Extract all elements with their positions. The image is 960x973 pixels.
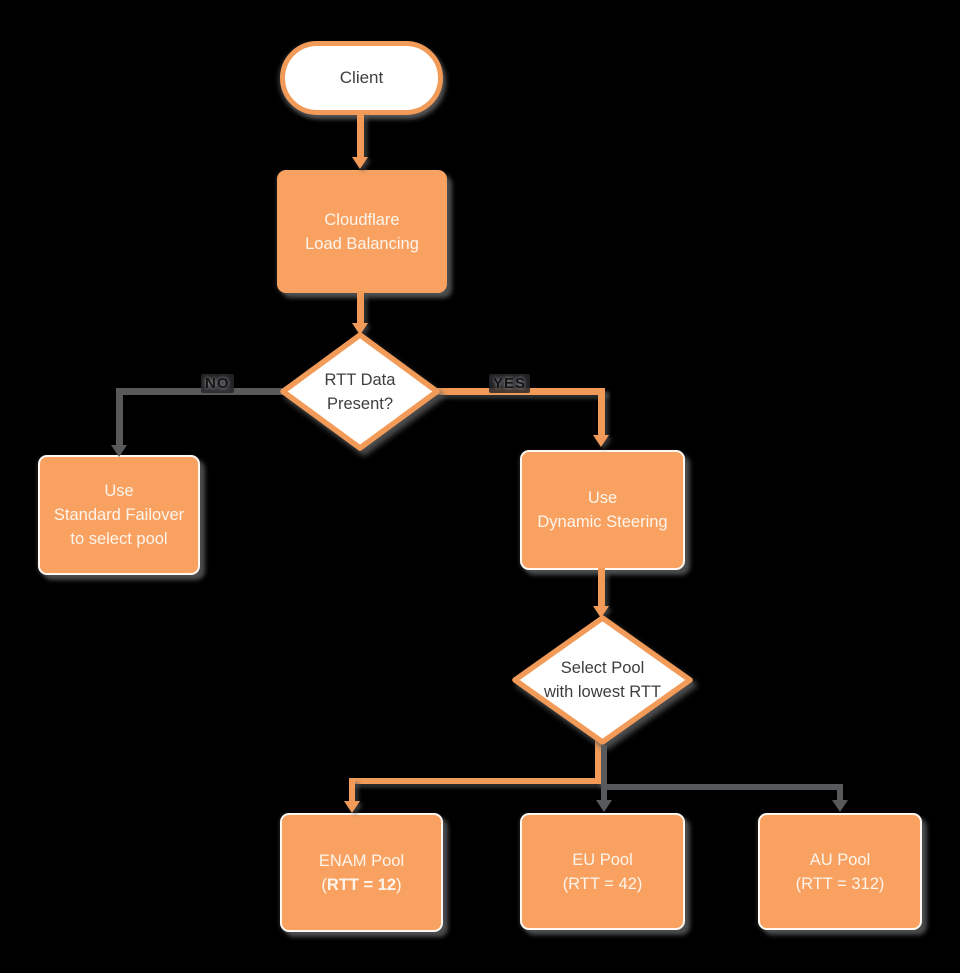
edge-label-yes: YES	[489, 374, 531, 393]
edge-no-vertical	[116, 388, 123, 446]
edge-select-to-au-vertical	[837, 784, 843, 802]
edge-yes-arrowhead	[593, 435, 609, 447]
node-rtt-decision-shape	[280, 332, 440, 451]
node-load-balancer-line2: Load Balancing	[305, 234, 419, 253]
edge-steering-to-select	[598, 568, 605, 608]
edge-lb-to-rtt-decision	[357, 291, 364, 324]
node-au-pool-name: AU Pool	[809, 850, 871, 869]
edge-select-to-enam-horizontal	[349, 778, 601, 784]
node-au-pool: AU Pool (RTT = 312)	[758, 813, 922, 930]
edge-client-to-lb	[357, 112, 364, 158]
node-rtt-decision-line1: RTT Data	[324, 370, 396, 389]
edge-select-to-enam-vertical1	[595, 740, 601, 784]
edge-select-to-eu-vertical	[601, 745, 607, 801]
node-standard-failover: Use Standard Failover to select pool	[38, 455, 200, 575]
node-load-balancer: Cloudflare Load Balancing	[277, 170, 447, 293]
node-enam-pool: ENAM Pool (RTT = 12)	[280, 813, 443, 932]
edge-label-no: NO	[201, 374, 234, 393]
node-select-pool-line1: Select Pool	[560, 659, 645, 677]
edge-client-to-lb-arrowhead	[352, 157, 368, 169]
node-select-pool-line2: with lowest RTT	[543, 683, 662, 701]
node-rtt-decision-line2: Present?	[326, 394, 394, 413]
edge-select-to-au-arrowhead	[832, 800, 848, 812]
node-enam-pool-rtt: (RTT = 12)	[321, 873, 401, 897]
node-dynamic-steering-line2: Dynamic Steering	[537, 513, 668, 531]
edge-select-to-au-horizontal	[604, 784, 843, 790]
node-eu-pool: EU Pool (RTT = 42)	[520, 813, 685, 930]
edge-select-to-eu-arrowhead	[596, 800, 612, 812]
node-load-balancer-line1: Cloudflare	[324, 210, 400, 229]
node-dynamic-steering-line1: Use	[587, 489, 618, 507]
node-eu-pool-rtt: (RTT = 42)	[562, 874, 643, 893]
node-client: Client	[280, 41, 443, 115]
node-enam-pool-rtt-value: RTT = 12	[326, 875, 397, 894]
node-au-pool-rtt: (RTT = 312)	[795, 874, 885, 893]
edge-steering-to-select-arrowhead	[593, 606, 609, 618]
edge-select-to-enam-vertical2	[349, 778, 355, 803]
node-eu-pool-name: EU Pool	[572, 850, 633, 869]
edge-no-arrowhead	[111, 445, 127, 457]
edge-select-to-enam-arrowhead	[344, 801, 360, 813]
node-standard-failover-line3: to select pool	[70, 530, 168, 548]
node-enam-pool-rtt-open: (	[321, 875, 327, 894]
node-select-pool: Select Pool with lowest RTT	[511, 614, 694, 746]
edge-yes-vertical	[598, 388, 605, 436]
node-select-pool-shape	[512, 615, 693, 745]
node-rtt-decision: RTT Data Present?	[279, 331, 441, 452]
node-standard-failover-line2: Standard Failover	[53, 506, 185, 524]
node-client-label: Client	[339, 68, 384, 87]
node-dynamic-steering: Use Dynamic Steering	[520, 450, 685, 570]
edge-lb-to-rtt-decision-arrowhead	[352, 323, 368, 335]
node-enam-pool-name: ENAM Pool	[318, 851, 405, 870]
node-standard-failover-line1: Use	[104, 482, 134, 500]
node-enam-pool-rtt-close: )	[396, 875, 402, 894]
